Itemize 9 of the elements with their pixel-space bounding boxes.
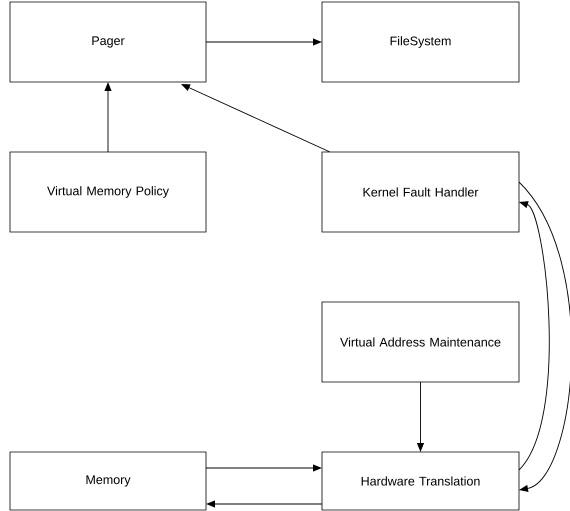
process-box: FileSystem bbox=[322, 2, 520, 82]
process-box: Virtual Address Maintenance bbox=[322, 302, 520, 382]
process-box: Kernel Fault Handler bbox=[322, 152, 520, 232]
process-box: Virtual Memory Policy bbox=[10, 152, 206, 232]
process-box: Hardware Translation bbox=[322, 452, 520, 510]
process-box: Pager bbox=[10, 2, 206, 82]
arrow bbox=[518, 182, 570, 492]
process-box: Memory bbox=[10, 452, 206, 510]
arrow bbox=[518, 201, 550, 470]
